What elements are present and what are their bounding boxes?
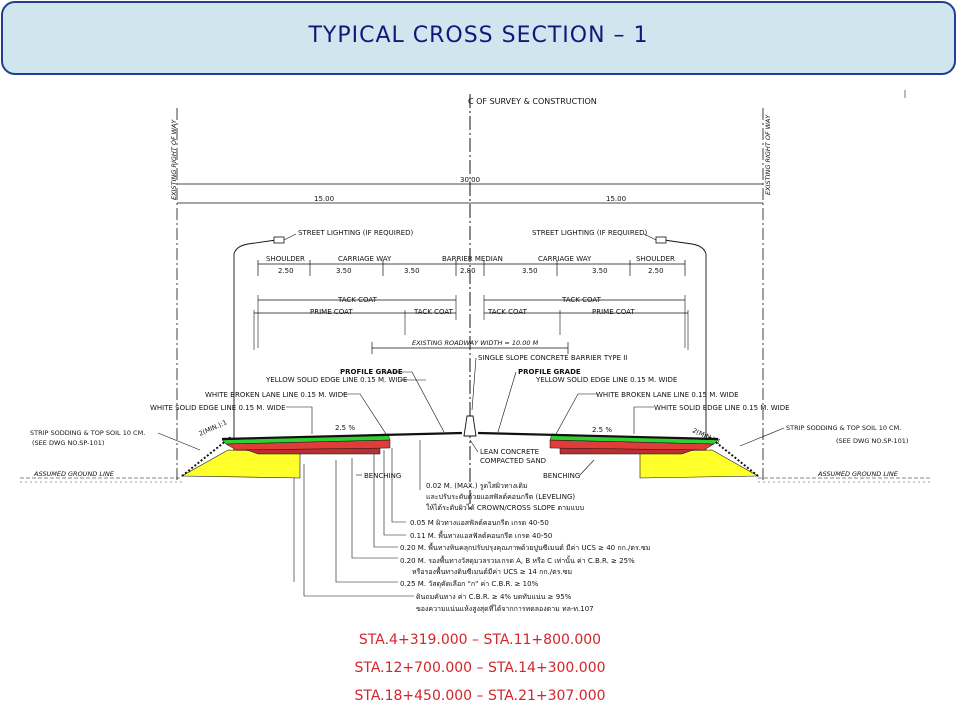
layer-note-8: หรือรองพื้นทางดินซีเมนต์มีค่า UCS ≥ 14 ก…	[412, 565, 572, 576]
profile-grade-left: PROFILE GRADE	[340, 368, 403, 376]
strip-sodding-right-1: STRIP SODDING & TOP SOIL 10 CM.	[786, 424, 901, 432]
layer-note-1: 0.02 M. (MAX.) รูดไสผิวทางเดิม	[426, 481, 527, 490]
compacted-sand-label: COMPACTED SAND	[480, 457, 546, 465]
white-solid-left: WHITE SOLID EDGE LINE 0.15 M. WIDE	[150, 404, 286, 412]
dim-lane-2: 3.50	[404, 267, 420, 275]
white-broken-right: WHITE BROKEN LANE LINE 0.15 M. WIDE	[596, 391, 739, 399]
station-range-2: STA.12+700.000 – STA.14+300.000	[354, 660, 606, 676]
carriage-way-left-label: CARRIAGE WAY	[338, 255, 392, 263]
centerline-label: C OF SURVEY & CONSTRUCTION	[468, 97, 597, 106]
white-broken-left: WHITE BROKEN LANE LINE 0.15 M. WIDE	[205, 391, 348, 399]
title-banner: TYPICAL CROSS SECTION – 1	[1, 1, 956, 75]
tack-coat-right-2: TACK COAT	[487, 308, 528, 316]
dim-total: 30.00	[460, 176, 480, 184]
row-right-label: EXISTING RIGHT OF WAY	[764, 114, 772, 195]
cross-section-drawing: C OF SURVEY & CONSTRUCTION EXISTING RIGH…	[20, 90, 930, 613]
street-light-left-label: STREET LIGHTING (IF REQUIRED)	[298, 229, 414, 237]
tack-coat-left-2: TACK COAT	[413, 308, 454, 316]
street-light-right-label: STREET LIGHTING (IF REQUIRED)	[532, 229, 648, 237]
lean-concrete-label: LEAN CONCRETE	[480, 448, 539, 456]
layer-note-4: 0.05 M ผิวทางแอสฟัลต์คอนกรีต เกรด 40-50	[410, 519, 549, 527]
layer-note-3: ให้ได้ระดับผิวได้ CROWN/CROSS SLOPE ตามแ…	[426, 503, 584, 512]
existing-roadway-label: EXISTING ROADWAY WIDTH = 10.00 M	[412, 339, 539, 347]
profile-grade-right: PROFILE GRADE	[518, 368, 581, 376]
slope-left: 2(MIN.):1	[198, 418, 229, 438]
row-left-label: EXISTING RIGHT OF WAY	[170, 119, 178, 200]
assumed-ground-left: ASSUMED GROUND LINE	[33, 470, 115, 478]
median-barrier	[463, 415, 477, 437]
slope-pct-left: 2.5 %	[335, 424, 355, 432]
layer-note-9: 0.25 M. วัสดุคัดเลือก "ก" ค่า C.B.R. ≥ 1…	[400, 580, 539, 588]
benching-right: BENCHING	[543, 472, 580, 480]
layer-note-10: ดินถมคันทาง ค่า C.B.R. ≥ 4% บดทับแน่น ≥ …	[416, 593, 572, 601]
yellow-line-left: YELLOW SOLID EDGE LINE 0.15 M. WIDE	[265, 376, 407, 384]
page-title: TYPICAL CROSS SECTION – 1	[308, 23, 649, 48]
white-solid-right: WHITE SOLID EDGE LINE 0.15 M. WIDE	[654, 404, 790, 412]
barrier-type-label: SINGLE SLOPE CONCRETE BARRIER TYPE II	[478, 354, 627, 362]
prime-coat-left: PRIME COAT	[310, 308, 353, 316]
carriage-way-right-label: CARRIAGE WAY	[538, 255, 592, 263]
dim-shoulder-left: 2.50	[278, 267, 294, 275]
shoulder-left-label: SHOULDER	[266, 255, 305, 263]
yellow-line-right: YELLOW SOLID EDGE LINE 0.15 M. WIDE	[535, 376, 677, 384]
dim-lane-3: 3.50	[522, 267, 538, 275]
layer-note-11: ของความแน่นแห้งสูงสุดที่ได้จากการทดลองตา…	[416, 604, 594, 613]
strip-sodding-left-2: (SEE DWG NO.SP-101)	[32, 439, 104, 447]
dim-shoulder-right: 2.50	[648, 267, 664, 275]
dim-lane-1: 3.50	[336, 267, 352, 275]
strip-sodding-left-1: STRIP SODDING & TOP SOIL 10 CM.	[30, 429, 145, 437]
layer-note-6: 0.20 M. พื้นทางหินคลุกปรับปรุงคุณภาพด้วย…	[400, 541, 650, 552]
layer-note-5: 0.11 M. พื้นทางแอสฟัลต์คอนกรีต เกรด 40-5…	[410, 529, 552, 540]
dim-lane-4: 3.50	[592, 267, 608, 275]
station-range-3: STA.18+450.000 – STA.21+307.000	[354, 688, 606, 704]
strip-sodding-right-2: (SEE DWG NO.SP-101)	[836, 437, 908, 445]
layer-note-2: และปรับระดับด้วยแอสฟัลต์คอนกรีต (LEVELIN…	[426, 493, 575, 501]
layer-note-7: 0.20 M. รองพื้นทางวัสดุมวลรวมเกรด A, B ห…	[400, 554, 635, 565]
dim-half-left: 15.00	[314, 195, 334, 203]
dim-median: 2.80	[460, 267, 476, 275]
station-range-1: STA.4+319.000 – STA.11+800.000	[358, 632, 602, 648]
dim-half-right: 15.00	[606, 195, 626, 203]
slope-pct-right: 2.5 %	[592, 426, 612, 434]
tack-coat-left: TACK COAT	[337, 296, 378, 304]
shoulder-right-label: SHOULDER	[636, 255, 675, 263]
assumed-ground-right: ASSUMED GROUND LINE	[817, 470, 899, 478]
benching-left: BENCHING	[364, 472, 401, 480]
tack-coat-right: TACK COAT	[561, 296, 602, 304]
barrier-median-label: BARRIER MEDIAN	[442, 255, 503, 263]
prime-coat-right: PRIME COAT	[592, 308, 635, 316]
